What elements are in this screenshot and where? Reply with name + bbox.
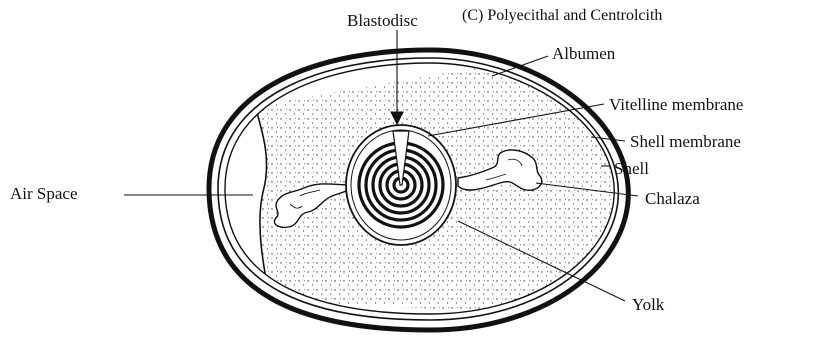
label-shell: Shell xyxy=(614,160,649,177)
figure-caption: (C) Polyecithal and Centrolcith xyxy=(462,8,662,24)
label-air-space: Air Space xyxy=(10,185,78,202)
label-chalaza: Chalaza xyxy=(645,190,700,207)
label-shell-membrane: Shell membrane xyxy=(630,133,741,150)
label-vitelline-membrane: Vitelline membrane xyxy=(609,96,743,113)
label-yolk: Yolk xyxy=(632,296,664,313)
label-albumen: Albumen xyxy=(552,45,615,62)
label-blastodisc: Blastodisc xyxy=(347,12,418,29)
